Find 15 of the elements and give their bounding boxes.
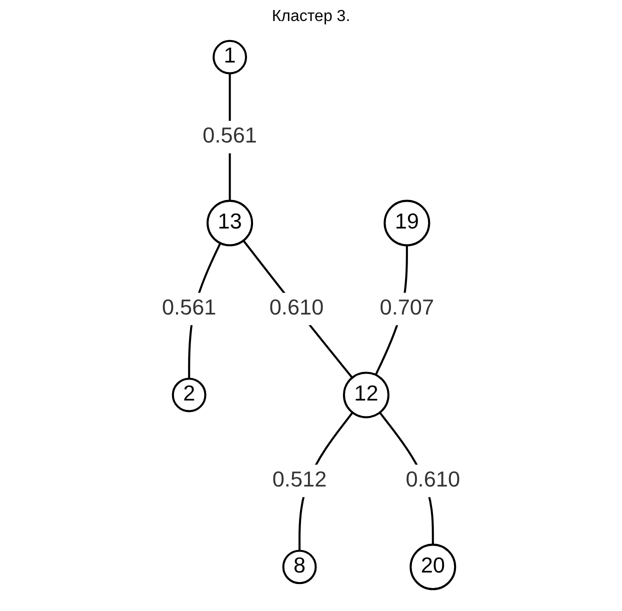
node-circle: 2 [172, 378, 206, 412]
node-circle: 20 [410, 544, 456, 590]
edge-label: 0.707 [380, 296, 434, 320]
node-circle: 8 [282, 550, 317, 584]
edge-label: 0.561 [162, 296, 216, 320]
edge-label: 0.610 [406, 468, 460, 492]
connector [242, 240, 353, 378]
node-circle: 1 [212, 40, 248, 74]
node-circle: 13 [206, 200, 254, 246]
edge-label: 0.561 [202, 124, 257, 148]
edge-label: 0.512 [272, 468, 327, 492]
diagram-title: Кластер 3. [270, 7, 352, 27]
edge-label: 0.610 [269, 296, 324, 320]
node-circle: 19 [384, 200, 430, 246]
node-circle: 12 [342, 372, 390, 418]
